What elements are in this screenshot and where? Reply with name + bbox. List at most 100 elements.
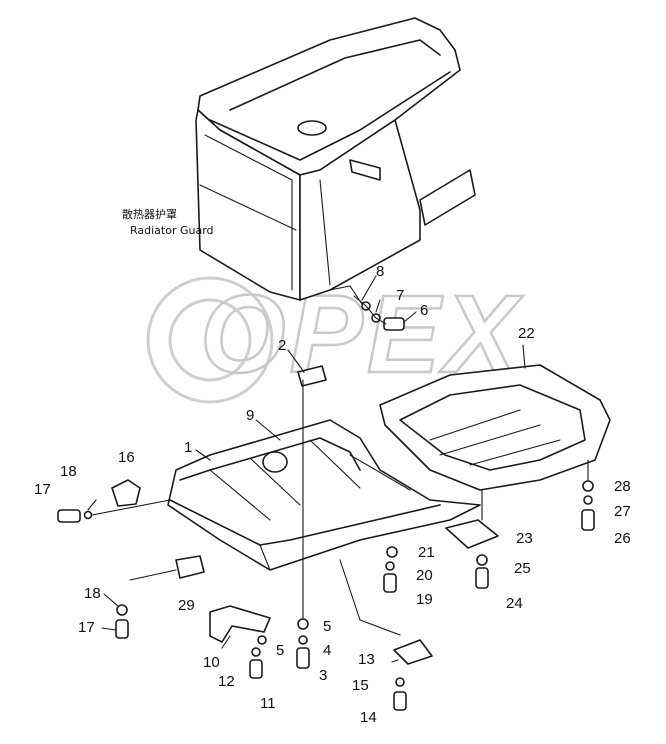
callout-11: 11 bbox=[260, 695, 276, 712]
plate-2 bbox=[297, 365, 327, 387]
callout-5-left: 5 bbox=[276, 642, 284, 659]
bolt-axis-13 bbox=[339, 559, 401, 636]
guard-front-inner-edge bbox=[204, 134, 293, 291]
callout-9: 9 bbox=[246, 407, 254, 424]
callout-7: 7 bbox=[396, 287, 404, 304]
bolt-assembly-13 bbox=[339, 559, 433, 711]
bolt-assembly-24 bbox=[445, 489, 499, 589]
plate-23 bbox=[445, 519, 499, 549]
frame-1-front-rail bbox=[169, 499, 441, 546]
guard-filler-cap bbox=[297, 120, 327, 136]
leader-9 bbox=[255, 419, 281, 441]
callout-3: 3 bbox=[319, 667, 327, 684]
callout-5-center: 5 bbox=[323, 618, 331, 635]
radiator-guard bbox=[195, 17, 476, 311]
pan-22-pointer bbox=[522, 344, 526, 369]
callout-12: 12 bbox=[218, 673, 235, 690]
leader-lines bbox=[87, 275, 417, 663]
callout-17-upper: 17 bbox=[34, 481, 51, 498]
bolt-assembly-19 bbox=[383, 546, 398, 593]
leader-10 bbox=[221, 635, 231, 649]
clip-13 bbox=[393, 639, 433, 665]
washer-21 bbox=[386, 546, 398, 558]
guard-label-english: Radiator Guard bbox=[130, 224, 214, 237]
guard-top-edge bbox=[209, 71, 451, 161]
hook-10 bbox=[209, 605, 271, 643]
leader-17-lower bbox=[101, 627, 117, 631]
callout-1: 1 bbox=[184, 439, 192, 456]
bolt-assembly-upper bbox=[353, 295, 405, 331]
washer-18-upper bbox=[83, 510, 93, 520]
bolt-assembly-26 bbox=[581, 459, 595, 531]
callout-22: 22 bbox=[518, 325, 535, 342]
cap-16 bbox=[111, 479, 141, 507]
watermark-gear-hub bbox=[168, 298, 252, 382]
bolt-19 bbox=[383, 573, 397, 593]
bracket-29 bbox=[175, 555, 205, 579]
washer-18-lower bbox=[116, 604, 128, 616]
leader-13 bbox=[391, 659, 399, 663]
callout-25: 25 bbox=[514, 560, 531, 577]
callout-10: 10 bbox=[203, 654, 220, 671]
callout-13: 13 bbox=[358, 651, 375, 668]
guard-top-ridge bbox=[229, 39, 441, 111]
bolt-17-upper bbox=[57, 509, 81, 523]
leader-18-upper bbox=[87, 499, 97, 511]
washer-5-center bbox=[297, 618, 309, 630]
leader-2 bbox=[287, 349, 305, 373]
callout-26: 26 bbox=[614, 530, 631, 547]
guard-label-chinese: 散热器护罩 bbox=[122, 207, 177, 221]
leader-7 bbox=[375, 299, 381, 313]
guard-side-panel bbox=[299, 119, 421, 301]
bolt-17-lower bbox=[115, 619, 129, 639]
bolt-assembly-center bbox=[296, 379, 310, 669]
callout-15: 15 bbox=[352, 677, 369, 694]
rear-pan bbox=[379, 344, 611, 491]
bolt-3 bbox=[296, 647, 310, 669]
callout-27: 27 bbox=[614, 503, 631, 520]
callout-2: 2 bbox=[278, 337, 286, 354]
callout-18-upper: 18 bbox=[60, 463, 77, 480]
frame-1-crossmembers bbox=[209, 439, 411, 521]
frame-1-rear-rail bbox=[179, 437, 361, 481]
callout-24: 24 bbox=[506, 595, 523, 612]
leader-8 bbox=[361, 275, 377, 301]
washer-12 bbox=[251, 647, 261, 657]
callout-19: 19 bbox=[416, 591, 433, 608]
leader-1 bbox=[195, 449, 211, 461]
guard-side-edge bbox=[319, 179, 331, 286]
callout-29: 29 bbox=[178, 597, 195, 614]
bolt-14 bbox=[393, 691, 407, 711]
callout-6: 6 bbox=[420, 302, 428, 319]
callout-4: 4 bbox=[323, 642, 331, 659]
pan-22-outline bbox=[379, 364, 611, 491]
frame-1-opening bbox=[262, 451, 288, 473]
main-frame bbox=[167, 419, 481, 571]
washer-27 bbox=[583, 495, 593, 505]
frame-1-outline bbox=[167, 419, 481, 571]
bolt-assembly-11 bbox=[249, 635, 267, 679]
bolt-6 bbox=[383, 317, 405, 331]
bolt-26 bbox=[581, 509, 595, 531]
callout-20: 20 bbox=[416, 567, 433, 584]
washer-28 bbox=[582, 480, 594, 492]
bolt-axis-left bbox=[91, 499, 171, 516]
callout-14: 14 bbox=[360, 709, 377, 726]
pan-22-floor bbox=[399, 384, 586, 471]
callout-21: 21 bbox=[418, 544, 435, 561]
pan-22-ribs bbox=[429, 409, 561, 466]
washer-4 bbox=[298, 635, 308, 645]
guard-front-panel bbox=[195, 109, 301, 301]
callout-18-lower: 18 bbox=[84, 585, 101, 602]
part-number-callouts: 1 2 3 4 5 5 6 7 8 9 10 11 12 13 14 15 16… bbox=[34, 263, 631, 726]
leader-6 bbox=[403, 311, 417, 323]
callout-8: 8 bbox=[376, 263, 384, 280]
bolt-assembly-left bbox=[57, 499, 171, 523]
watermark-gear-ring bbox=[146, 276, 274, 404]
guard-side-flap bbox=[419, 169, 476, 226]
bracket-29-leader bbox=[129, 569, 177, 581]
guard-front-seam bbox=[199, 184, 297, 231]
washer-25 bbox=[476, 554, 488, 566]
callout-28: 28 bbox=[614, 478, 631, 495]
